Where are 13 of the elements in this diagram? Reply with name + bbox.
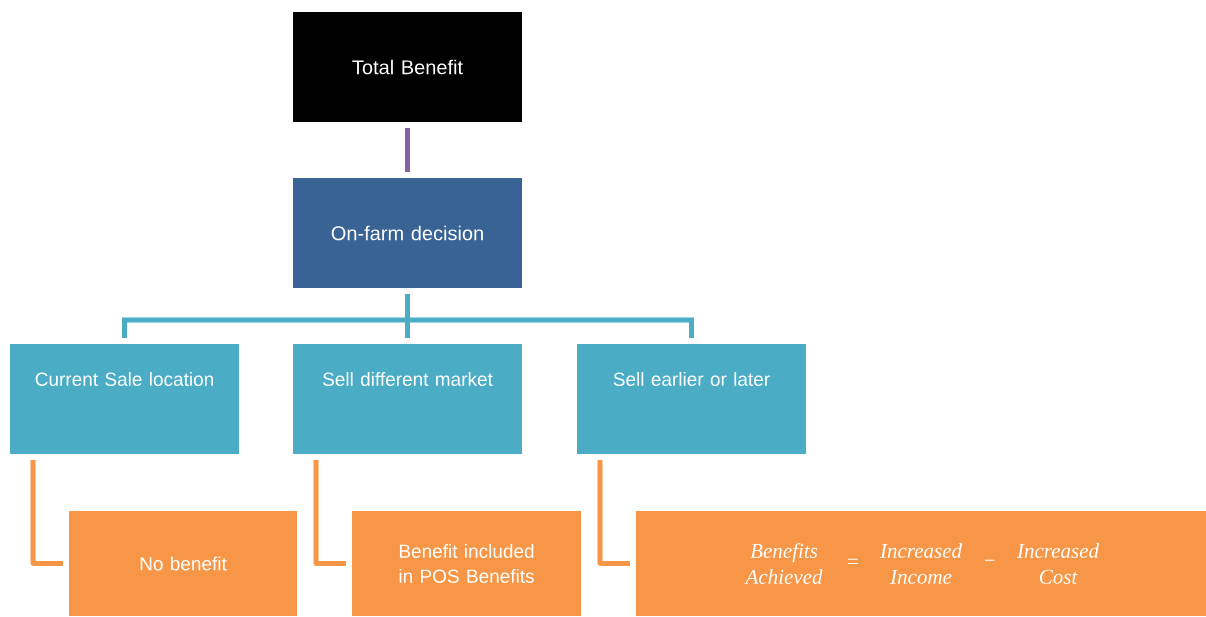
connector-line: [313, 460, 346, 566]
connector-line: [405, 128, 410, 172]
outcome-box: No benefit: [69, 511, 297, 616]
title-box: Total Benefit: [293, 12, 522, 122]
option-box: Sell different market: [293, 344, 522, 454]
outcome-box: Benefit included in POS Benefits: [352, 511, 581, 616]
connector-line: [30, 460, 63, 566]
option-box: Current Sale location: [10, 344, 239, 454]
formula-box: Benefits Achieved = Increased Income − Increased Cost: [636, 511, 1206, 616]
connector-line: [597, 460, 630, 566]
decision-box: On-farm decision: [293, 178, 522, 288]
option-box: Sell earlier or later: [577, 344, 806, 454]
connector-line: [405, 294, 694, 338]
